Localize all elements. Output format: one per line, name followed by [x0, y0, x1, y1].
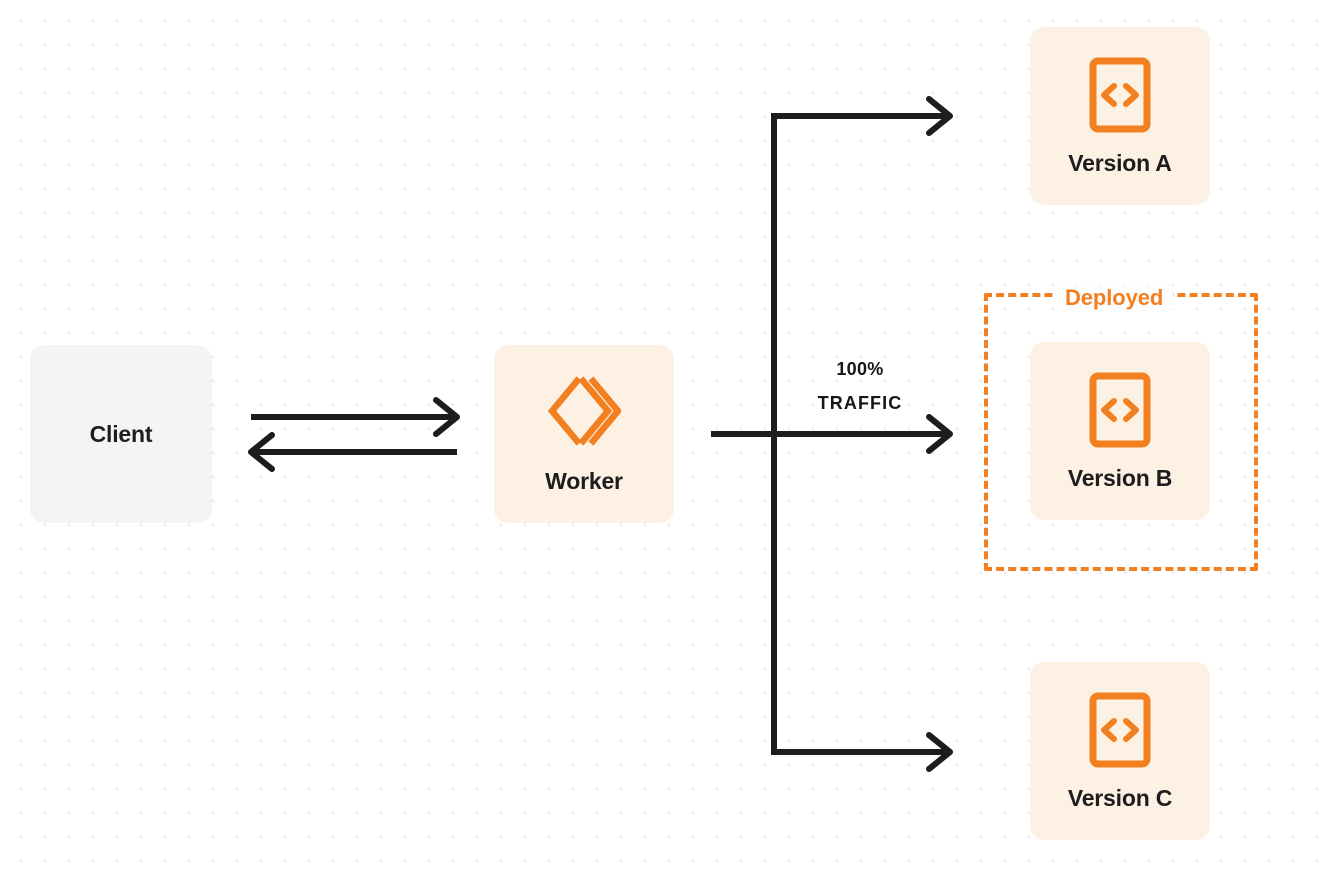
traffic-percent-value: 100%: [836, 359, 884, 379]
node-version-a[interactable]: Version A: [1030, 27, 1210, 205]
node-version-c-label: Version C: [1067, 784, 1173, 811]
code-brackets-document-icon: [1088, 56, 1152, 134]
node-version-b[interactable]: Version B: [1030, 342, 1210, 520]
edge-worker-to-versions-trunk: [711, 116, 945, 752]
node-version-c[interactable]: Version C: [1030, 662, 1210, 840]
node-version-a-label: Version A: [1068, 149, 1172, 176]
cloudflare-workers-logo-icon: [547, 374, 621, 448]
edge-client-to-worker: [251, 397, 460, 437]
edge-trunk-to-version-a: [771, 96, 953, 136]
group-deployed-label: Deployed: [1055, 285, 1174, 311]
edge-trunk-to-version-c: [771, 732, 953, 772]
node-version-b-label: Version B: [1067, 464, 1173, 491]
node-client[interactable]: Client: [30, 345, 212, 523]
edge-trunk-to-version-b: [926, 414, 953, 454]
node-client-label: Client: [89, 420, 153, 447]
node-worker[interactable]: Worker: [494, 345, 674, 523]
traffic-word-label: TRAFFIC: [817, 393, 903, 413]
code-brackets-document-icon: [1088, 691, 1152, 769]
edge-worker-to-client: [248, 432, 457, 472]
node-worker-label: Worker: [545, 467, 623, 494]
code-brackets-document-icon: [1088, 371, 1152, 449]
traffic-label: 100% TRAFFIC: [790, 352, 930, 420]
